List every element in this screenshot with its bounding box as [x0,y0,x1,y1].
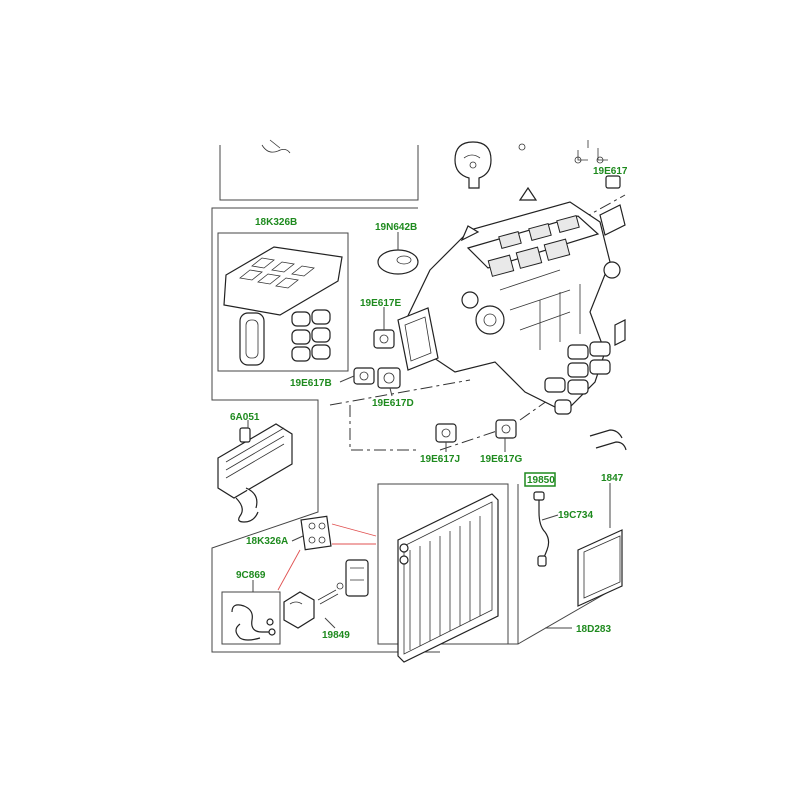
label-18K326A: 18K326A [246,536,288,547]
label-19E617B: 19E617B [290,378,332,389]
label-6A051: 6A051 [230,412,260,423]
actuator-19E617J [435,423,457,443]
leader-lines [247,232,611,629]
label-19E617J: 19E617J [420,454,460,465]
filter-1847 [577,429,627,607]
gasket-18K326A [300,515,332,551]
gasket-18K326B [223,246,343,366]
label-19E617G: 19E617G [480,454,522,465]
pipe-9C869 [221,591,281,645]
highlight-box-19850 [524,472,556,487]
label-1847: 1847 [601,473,624,484]
label-19E617-top: 19E617 [593,166,628,177]
part-labels: 18K326B 19N642B 19E617E 19E617 19E617B 1… [230,166,628,641]
top-clipped-part [261,139,291,154]
actuator-19E617D [377,367,401,389]
hvac-housing [397,186,626,415]
red-leaders [277,523,377,591]
label-19N642B: 19N642B [375,222,417,233]
actuator-19E617E [373,329,395,349]
actuator-19E617B [353,367,375,385]
label-19E617D: 19E617D [372,398,414,409]
label-19C734: 19C734 [558,510,593,521]
actuator-19E617G [495,419,517,439]
label-19E617E: 19E617E [360,298,401,309]
sensor-19C734 [533,491,550,567]
label-18K326B: 18K326B [255,217,297,228]
connector-top-right [574,140,621,189]
ring-19N642B [377,249,419,275]
label-18D283: 18D283 [576,624,611,635]
label-19850[interactable]: 19850 [527,475,555,486]
heater-core-6A051 [217,423,293,523]
evaporator-19850 [397,493,499,663]
label-19849: 19849 [322,630,350,641]
label-9C869: 9C869 [236,570,266,581]
valve-kit-19849 [283,559,369,629]
cam-part [454,141,526,189]
